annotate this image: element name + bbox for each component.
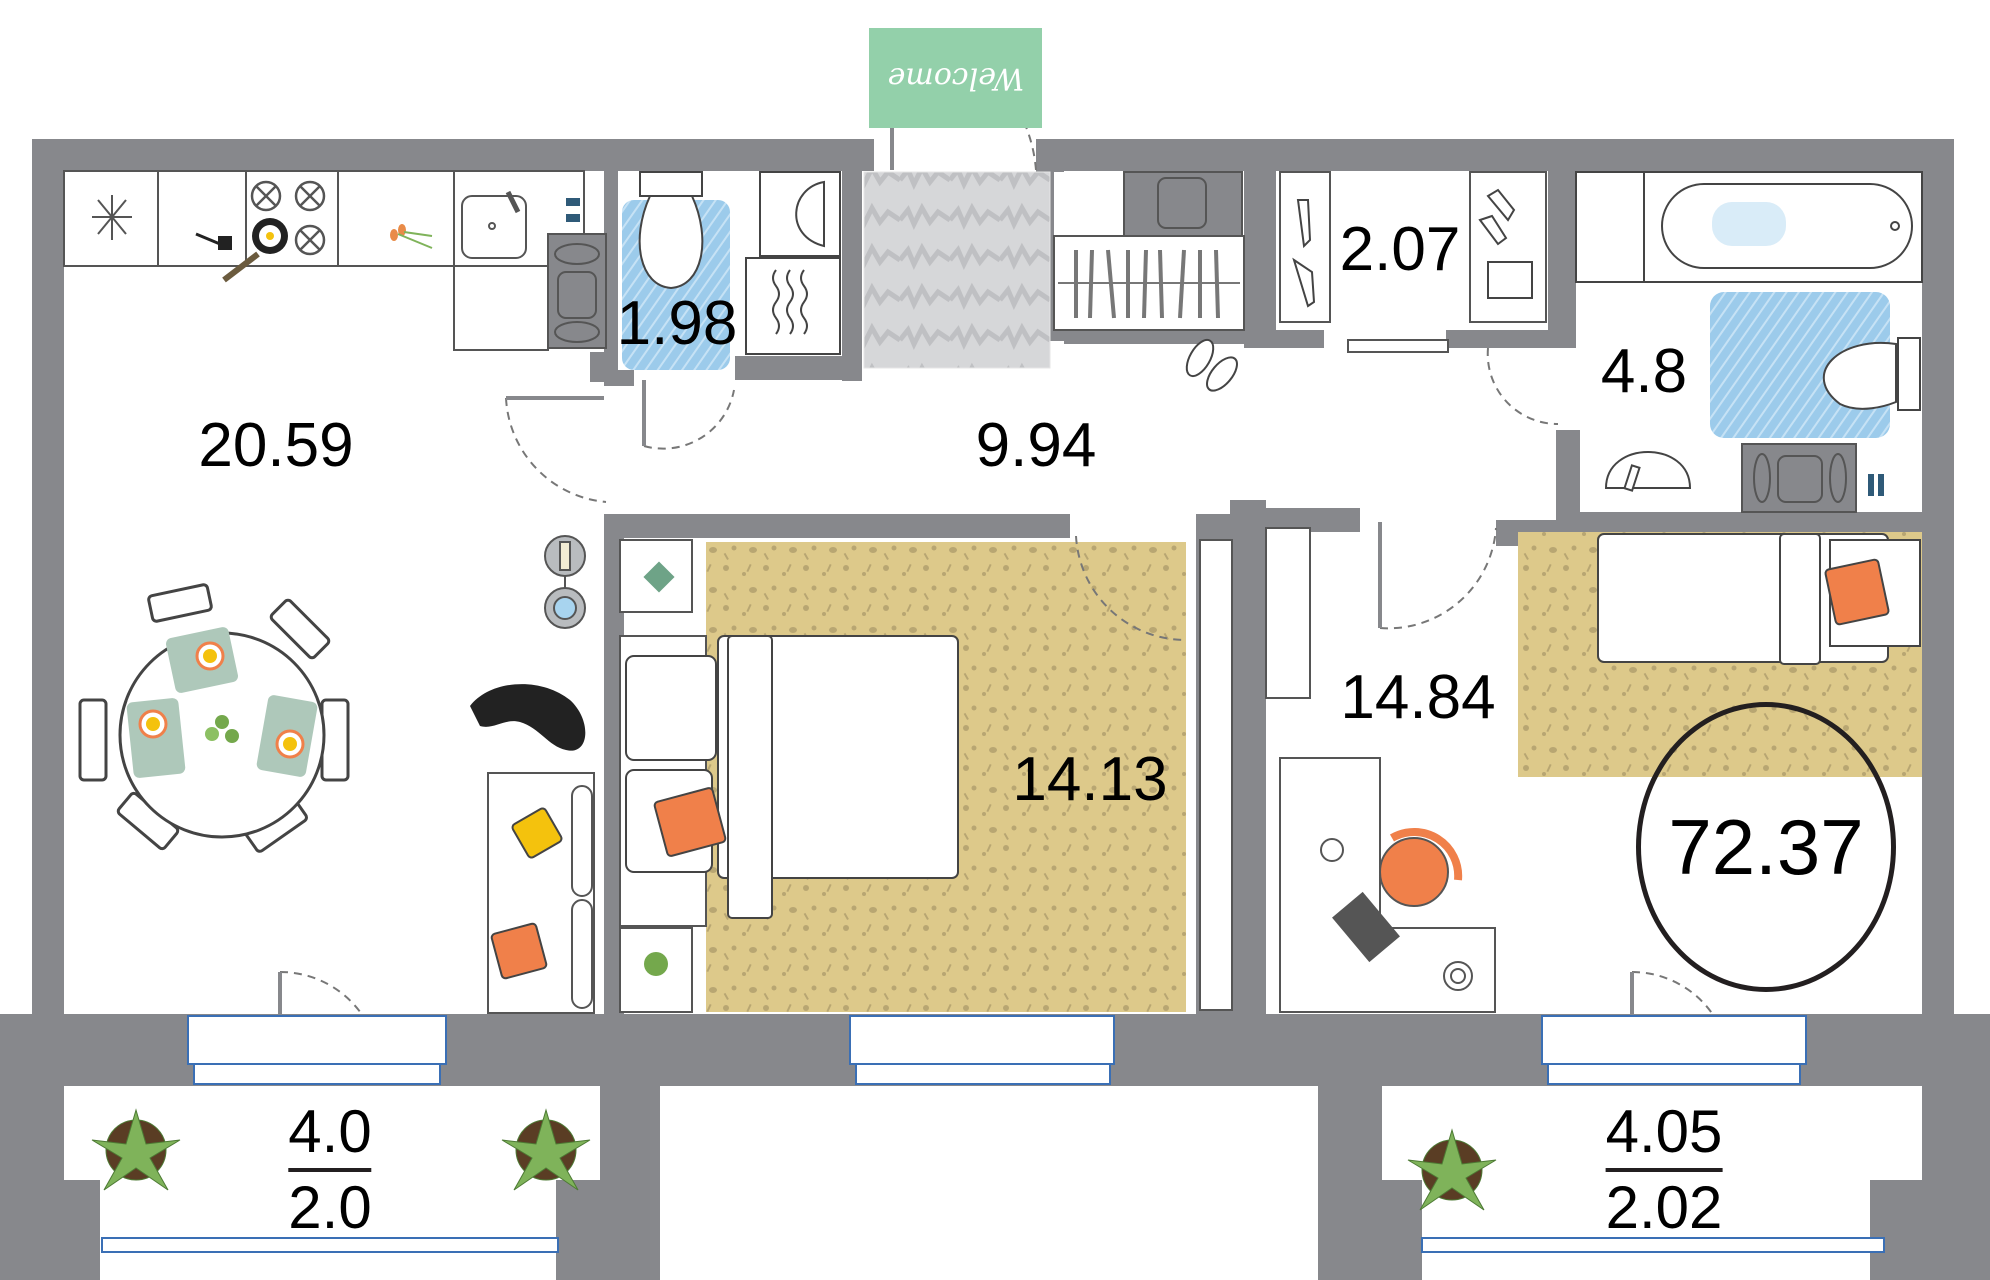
balcony-left-reduced: 2.0 (288, 1174, 372, 1241)
chair-back (1389, 828, 1463, 881)
pillow-orange-sofa (490, 922, 548, 980)
hall-closet (1053, 171, 1245, 331)
welcome-mat: Welcome (869, 28, 1042, 128)
room-area-bedroom-1: 14.13 (1012, 745, 1168, 814)
balcony-plant-icon (91, 1108, 1497, 1211)
shoes-icon (1292, 199, 1316, 308)
slippers-icon (1185, 338, 1238, 392)
bed-2 (1597, 533, 1921, 665)
toilet-icon (638, 171, 704, 290)
pet-bowls-icon (544, 535, 586, 629)
balcony-right-total: 4.05 (1605, 1098, 1723, 1165)
fraction-bar (288, 1168, 372, 1172)
closet-strip (1199, 527, 1311, 1011)
washing-machine-panel (1741, 443, 1857, 513)
wall-top-right (1036, 139, 1954, 171)
keyboard-icon (1332, 891, 1400, 963)
wall-wc-left (604, 171, 618, 381)
room-area-wardrobe: 2.07 (1339, 215, 1461, 284)
balcony-left-area: 4.0 2.0 (288, 1098, 372, 1241)
wc-sink-icon (759, 171, 841, 257)
wall-left (32, 139, 64, 1019)
desk (1279, 757, 1496, 1013)
fridge-snowflake-icon (92, 195, 132, 240)
kitchen-counter (63, 170, 585, 351)
welcome-mat-text: Welcome (887, 60, 1024, 96)
total-area-value: 72.37 (1668, 802, 1864, 891)
dog-icon (470, 684, 586, 751)
lamp-icon (1443, 961, 1473, 991)
wall-wc-right (842, 171, 862, 381)
windows (101, 1015, 1885, 1253)
dining-table (78, 583, 350, 853)
plant-icon (644, 952, 668, 976)
bed-1 (625, 635, 959, 919)
wall-top-left (32, 139, 874, 171)
bathtub (1575, 171, 1923, 283)
wall-right (1922, 139, 1954, 1019)
pillow-yellow (511, 807, 563, 859)
fraction-bar (1605, 1168, 1723, 1172)
mouse-icon (1320, 838, 1344, 862)
table-setting-icons (126, 627, 318, 778)
pillow-orange-bed1 (653, 787, 727, 857)
room-area-kitchen-living: 20.59 (198, 411, 354, 480)
wall-wc-bottom (735, 356, 862, 380)
room-area-wc: 1.98 (616, 289, 738, 358)
frying-pan-icon (195, 218, 288, 283)
balcony-left-total: 4.0 (288, 1098, 372, 1165)
socks-icon (1478, 188, 1533, 299)
bathroom-sink-icon (1604, 451, 1692, 492)
kitchen-hood-panel (547, 233, 607, 349)
room-area-hallway: 9.94 (975, 411, 1097, 480)
vegetables-icon (390, 224, 433, 249)
radiator-icon (745, 257, 841, 355)
balcony-mid-right (1318, 1086, 1382, 1280)
kitchen-sink-icon (461, 190, 527, 259)
room-area-bedroom-2: 14.84 (1340, 663, 1496, 732)
pillow-orange-bed2 (1824, 558, 1890, 626)
bathroom-toilet-icon (1822, 337, 1921, 411)
hall-rug (863, 171, 1051, 369)
hangers-icon (1074, 249, 1220, 319)
wall-bedroom1-top (604, 514, 1070, 538)
water-meter-icon (560, 174, 582, 230)
door-swings (279, 31, 1731, 1067)
total-area-badge: 72.37 (1636, 702, 1896, 992)
room-area-bathroom: 4.8 (1600, 337, 1688, 406)
bath-water-meter-icon (1862, 456, 1920, 510)
balcony-right-area: 4.05 2.02 (1605, 1098, 1723, 1241)
balcony-right-reduced: 2.02 (1605, 1174, 1723, 1241)
office-chair (1379, 837, 1449, 907)
stove-burners-icon (250, 180, 326, 256)
